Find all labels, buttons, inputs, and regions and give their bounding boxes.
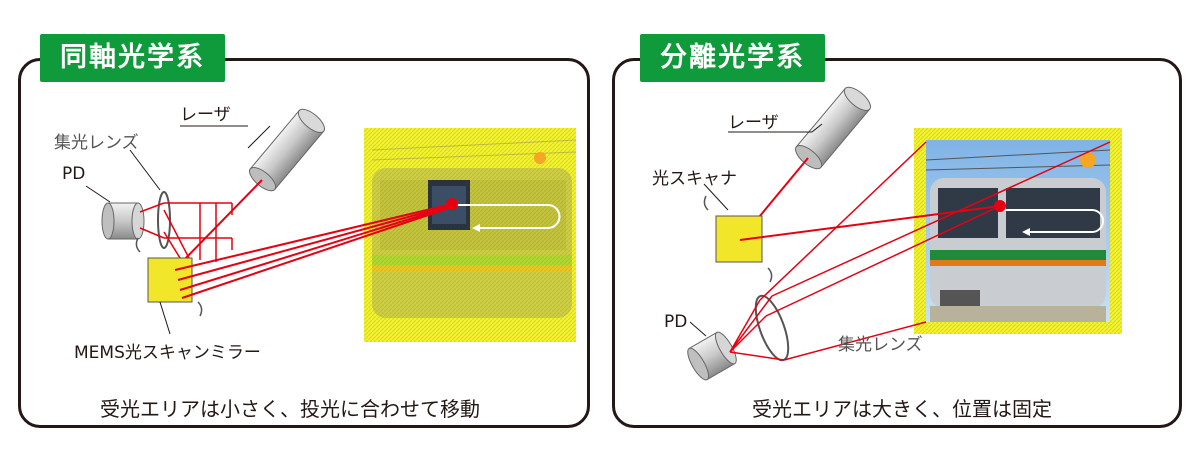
left-laser-label: レーザ — [180, 105, 231, 125]
scanner-label: 光スキャナ — [652, 169, 737, 189]
right-pd-label: PD — [664, 312, 688, 332]
separated-caption: 受光エリアは大きく、位置は固定 — [752, 397, 1052, 421]
left-target-area — [364, 128, 577, 342]
separated-title: 分離光学系 — [640, 34, 825, 82]
right-target-area — [914, 128, 1122, 334]
coaxial-title: 同軸光学系 — [40, 34, 225, 82]
coaxial-caption: 受光エリアは小さく、投光に合わせて移動 — [100, 397, 480, 421]
left-pd-label: PD — [62, 164, 86, 184]
mems-mirror-icon — [147, 257, 193, 303]
right-lens-label: 集光レンズ — [838, 335, 923, 355]
right-laser-icon — [795, 86, 871, 170]
left-laser-icon — [249, 108, 325, 192]
right-lens-icon — [754, 294, 790, 362]
left-sun-icon — [534, 152, 546, 164]
right-sun-icon — [1080, 152, 1096, 168]
right-laser-label: レーザ — [728, 113, 779, 133]
mems-mirror-label: MEMS光スキャンミラー — [74, 343, 261, 363]
left-lens-label: 集光レンズ — [54, 133, 139, 153]
right-pd-icon — [687, 331, 737, 381]
left-pd-icon — [101, 202, 145, 240]
